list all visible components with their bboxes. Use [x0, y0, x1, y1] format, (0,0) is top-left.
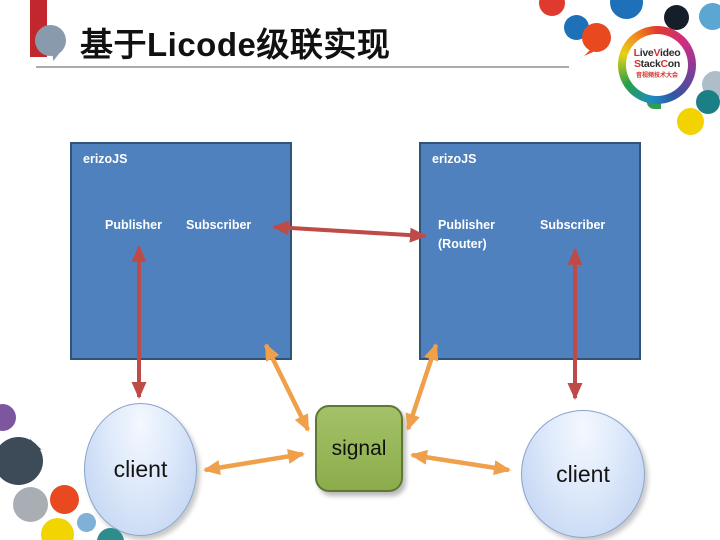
decor-bubble-yellow	[41, 518, 74, 540]
erizojs-box-left: erizoJS	[70, 142, 292, 360]
logo-bubble-red	[539, 0, 565, 16]
right-publisher-label: Publisher	[438, 218, 495, 232]
logo-line-1: LiveVideo	[633, 47, 681, 59]
left-subscriber-label: Subscriber	[186, 218, 252, 232]
title-underline	[36, 66, 569, 68]
livevideostackcon-logo: LiveVideo StackCon 音视频技术大会	[618, 26, 696, 104]
logo-bubble-yellow	[677, 108, 704, 135]
right-subscriber-label: Subscriber	[540, 218, 606, 232]
erizojs-label-left: erizoJS	[83, 152, 128, 166]
client-node-right: client	[521, 410, 645, 538]
logo-line-2: StackCon	[633, 58, 681, 70]
erizojs-label-right: erizoJS	[432, 152, 477, 166]
logo-bubble-blue-large	[610, 0, 643, 19]
client-node-left: client	[84, 403, 197, 536]
logo-bubble-cyan	[699, 3, 720, 30]
signal-label: signal	[331, 436, 387, 460]
decor-bubble-purple	[0, 404, 16, 431]
arrow-signal-leftclient	[203, 449, 305, 475]
left-publisher-label: Publisher	[105, 218, 162, 232]
logo-text-area: LiveVideo StackCon 音视频技术大会	[626, 34, 688, 96]
decor-bubble-gray	[13, 487, 48, 522]
slide-title: 基于Licode级联实现	[80, 26, 391, 63]
logo-bubble-dark	[664, 5, 689, 30]
arrow-subscriber-to-publisher-router	[272, 220, 427, 243]
logo-bubble-teal	[696, 90, 720, 114]
client-label-right: client	[556, 460, 610, 487]
decor-bubble-teal	[97, 528, 124, 540]
signal-node: signal	[315, 405, 403, 492]
erizojs-box-right: erizoJS	[419, 142, 641, 360]
decor-bubble-lightblue	[77, 513, 96, 532]
logo-subtitle: 音视频技术大会	[635, 73, 678, 79]
decor-bubble-orange	[50, 485, 79, 514]
speech-bubble-bullet-icon	[35, 25, 66, 56]
decor-bubble-darkslate	[0, 437, 43, 485]
arrow-signal-rightclient	[410, 449, 511, 476]
logo-bubble-orange	[582, 23, 611, 52]
right-publisher-router-label: (Router)	[438, 237, 487, 251]
client-label-left: client	[113, 456, 168, 482]
